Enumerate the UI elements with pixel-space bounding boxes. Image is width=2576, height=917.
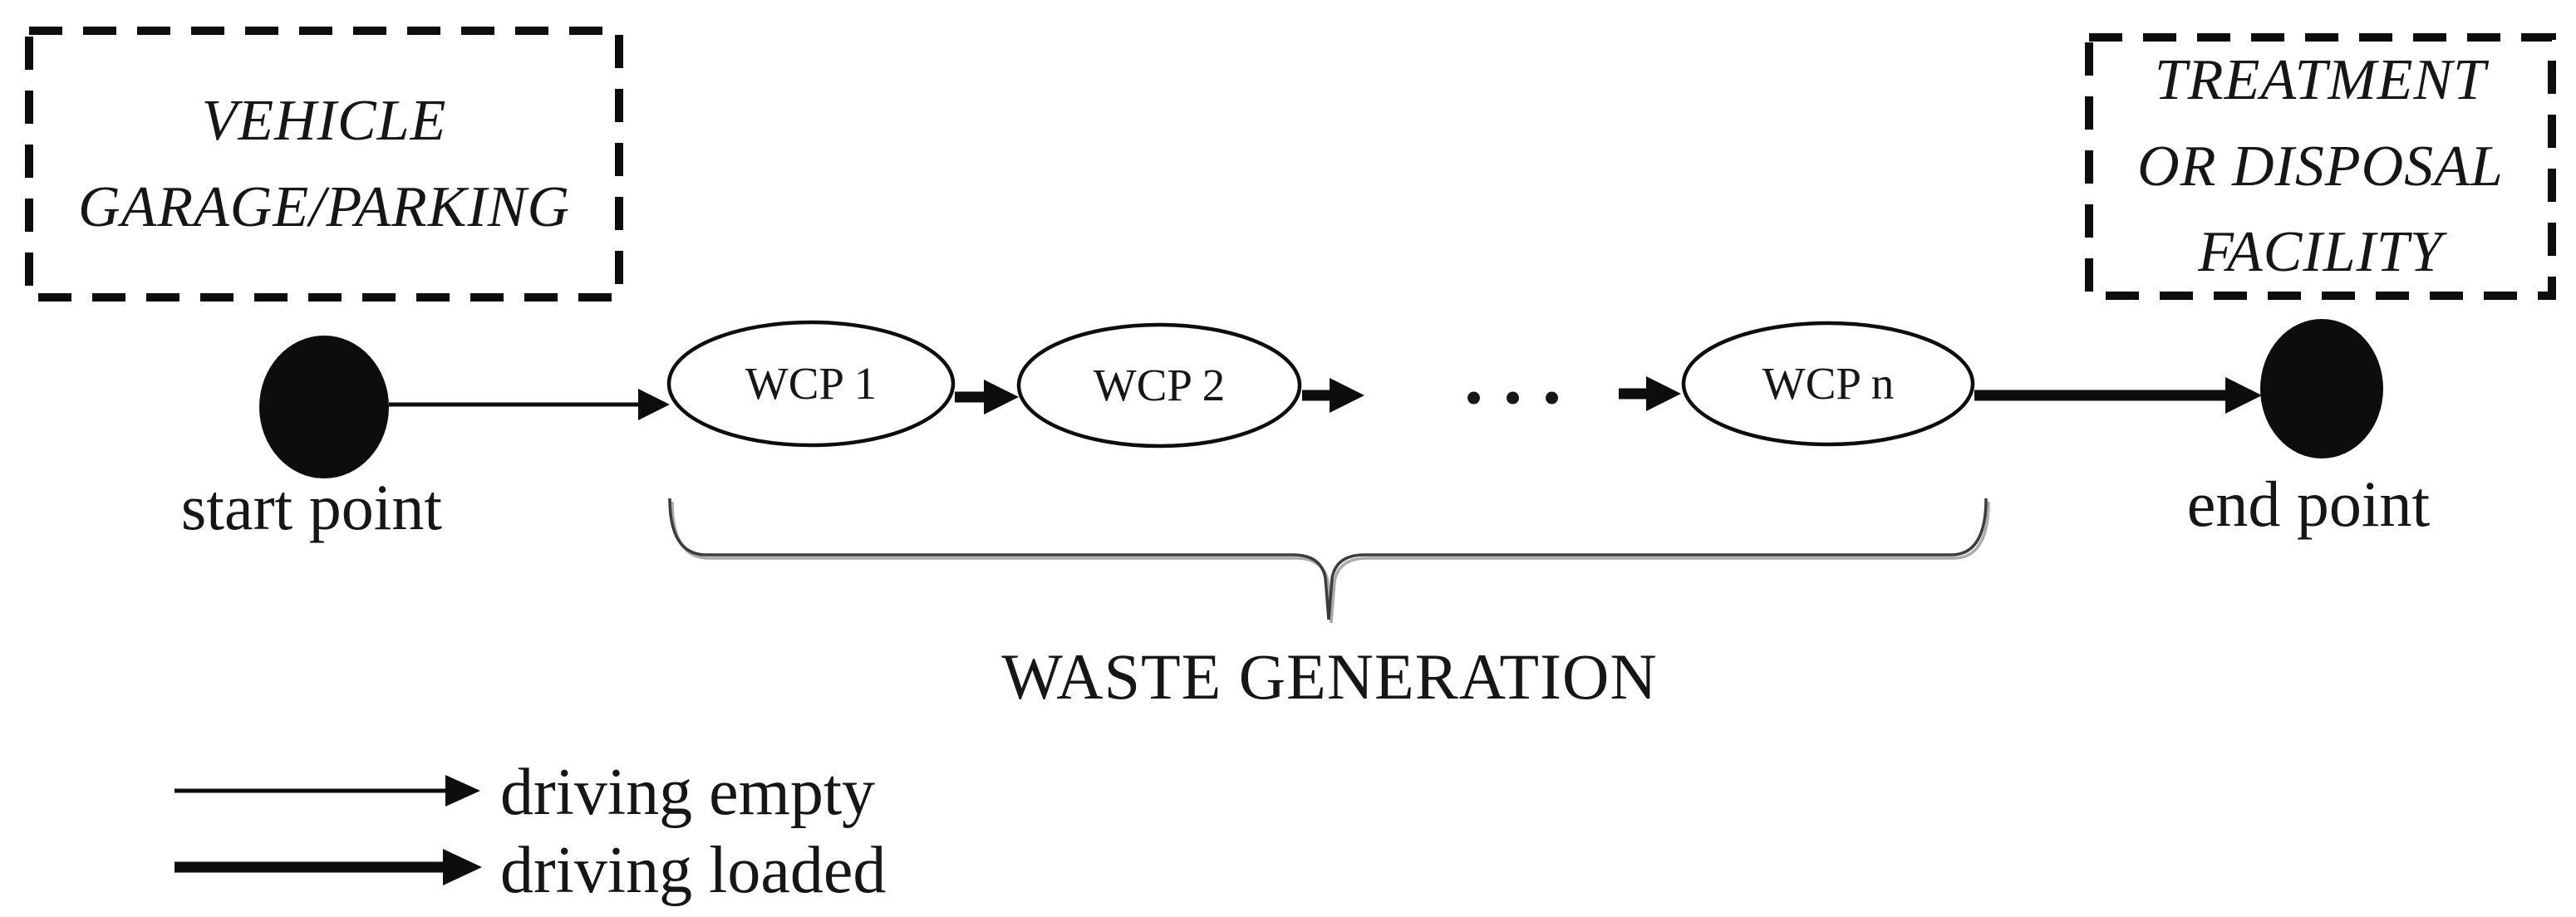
wcp-n-node [1681, 321, 1975, 447]
end-point-node [2260, 319, 2383, 458]
garage-box-border [25, 27, 623, 302]
wcp-1-node [666, 320, 956, 448]
legend-empty-arrow [175, 775, 480, 807]
wcp-n-label: WCP n [1762, 358, 1895, 409]
arrow-loaded-wcp1-to-wcp2 [955, 380, 1019, 414]
legend-loaded-arrow [175, 849, 482, 885]
garage-box-label: VEHICLE GARAGE/PARKING [77, 88, 571, 239]
facility-box-label: TREATMENT OR DISPOSAL FACILITY [2137, 48, 2504, 285]
facility-box-border [2085, 33, 2556, 300]
ellipsis-dots: ... [1464, 335, 1581, 419]
waste-generation-label: WASTE GENERATION [1001, 640, 1658, 713]
arrow-loaded-ellipsis-to-wcpn [1619, 376, 1681, 411]
legend-empty-label: driving empty [500, 756, 876, 829]
start-point-label: start point [180, 471, 443, 543]
arrow-empty-start-to-wcp1 [389, 389, 670, 420]
legend-loaded-label: driving loaded [500, 834, 887, 907]
wcp-2-label: WCP 2 [1093, 360, 1226, 410]
arrow-loaded-wcp2-to-ellipsis [1302, 378, 1364, 413]
waste-generation-brace [668, 498, 1990, 624]
end-point-label: end point [2186, 468, 2431, 540]
wcp-2-node [1016, 322, 1302, 449]
wcp-1-label: WCP 1 [745, 358, 878, 409]
arrow-loaded-wcpn-to-end [1974, 377, 2262, 414]
start-point-node [259, 336, 389, 478]
